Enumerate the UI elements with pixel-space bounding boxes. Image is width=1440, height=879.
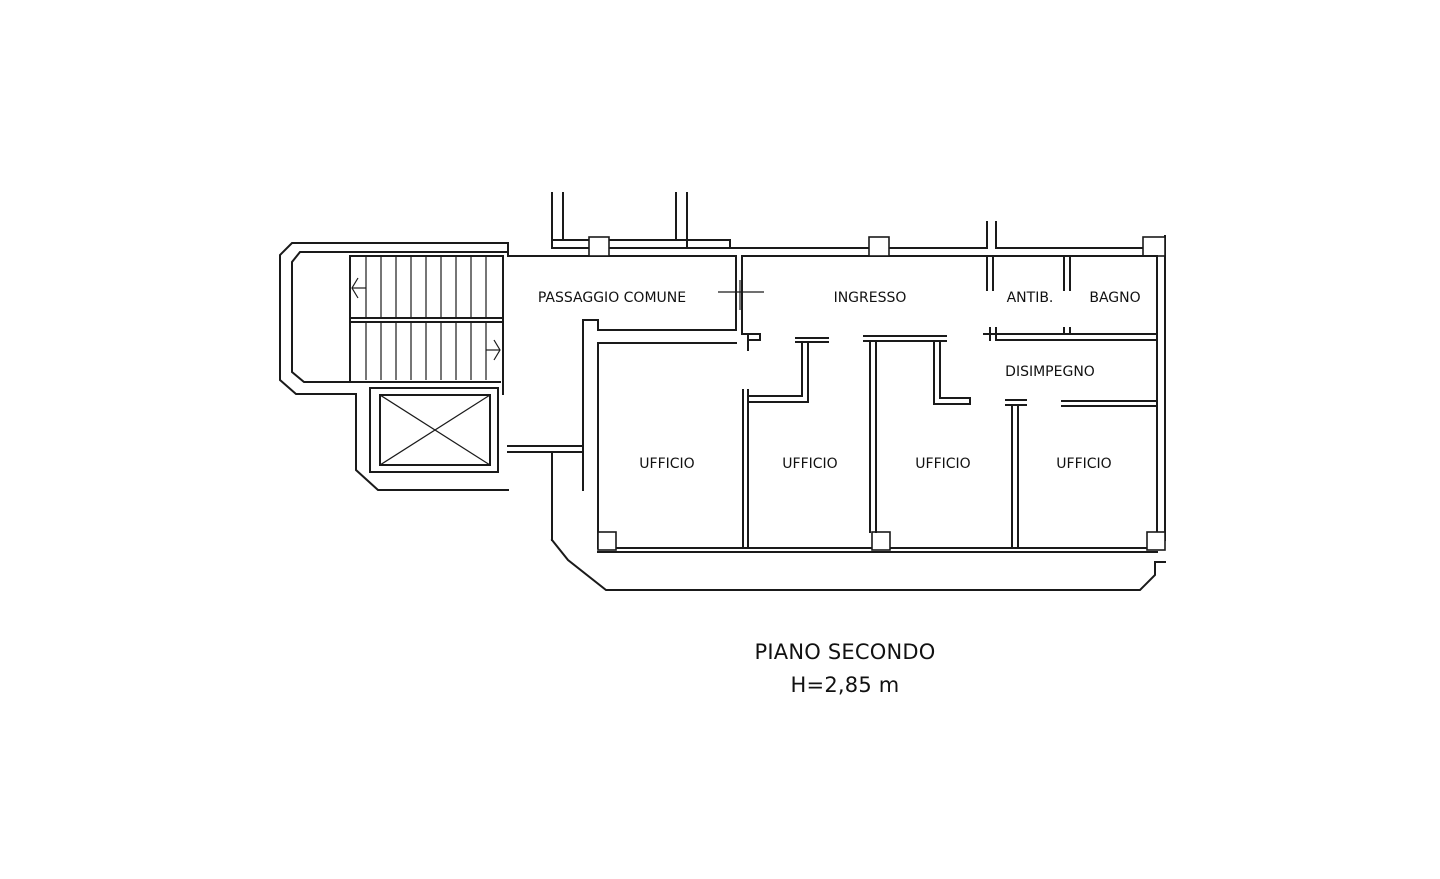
room-label-ufficio-4: UFFICIO — [1056, 456, 1111, 472]
balcony-opening-top — [551, 192, 988, 249]
room-label-ufficio-2: UFFICIO — [782, 456, 837, 472]
stair-arrow-up-icon — [351, 277, 359, 299]
structural-pillars — [588, 236, 1166, 551]
room-label-bagno: BAGNO — [1089, 290, 1140, 306]
room-label-ufficio-1: UFFICIO — [639, 456, 694, 472]
floor-title: PIANO SECONDO — [754, 640, 936, 664]
staircase — [279, 242, 509, 491]
common-passage-walls — [507, 239, 764, 491]
room-label-ufficio-3: UFFICIO — [915, 456, 970, 472]
interior-walls — [741, 255, 1158, 549]
stair-steps — [352, 256, 500, 380]
elevator-shaft — [369, 387, 499, 473]
ceiling-height: H=2,85 m — [790, 673, 900, 697]
room-label-ingresso: INGRESSO — [834, 290, 907, 306]
room-label-antibagno: ANTIB. — [1007, 290, 1054, 306]
room-label-disimpegno: DISIMPEGNO — [1005, 364, 1095, 380]
stair-arrow-down-icon — [493, 339, 501, 361]
room-label-passaggio-comune: PASSAGGIO COMUNE — [538, 290, 686, 306]
